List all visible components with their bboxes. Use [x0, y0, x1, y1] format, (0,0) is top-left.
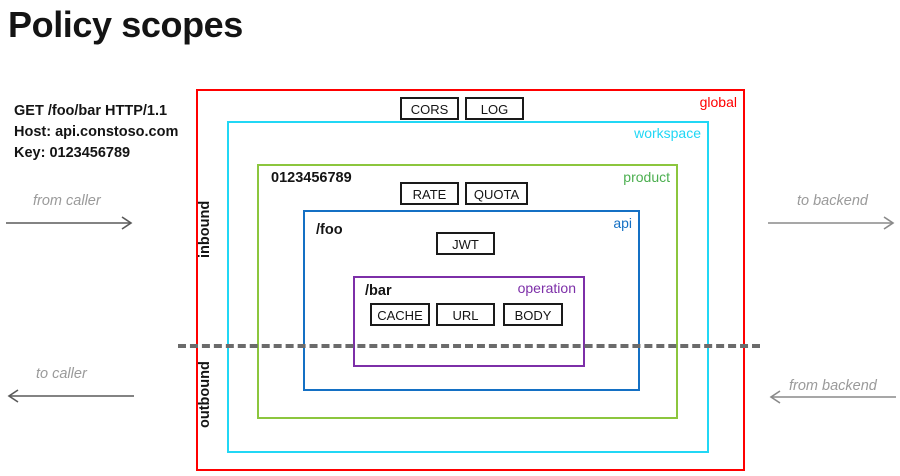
request-line-2: Host: api.constoso.com — [14, 124, 179, 140]
flow-label-from-backend: from backend — [789, 378, 877, 394]
arrow-to-backend-icon — [768, 216, 895, 230]
scope-label-global: global — [699, 94, 737, 110]
direction-label-outbound: outbound — [197, 361, 213, 428]
scope-box-operation: operation /bar — [353, 276, 585, 367]
policy-chip-quota[interactable]: QUOTA — [465, 182, 528, 205]
scope-label-operation: operation — [517, 280, 576, 296]
policy-chip-jwt[interactable]: JWT — [436, 232, 495, 255]
scope-box-global: global — [196, 89, 745, 471]
inbound-outbound-divider — [178, 344, 760, 348]
arrow-to-caller-icon — [7, 389, 134, 403]
policy-chip-url[interactable]: URL — [436, 303, 495, 326]
page-title: Policy scopes — [8, 4, 243, 45]
direction-label-inbound: inbound — [197, 200, 213, 258]
scope-label-product: product — [623, 169, 670, 185]
flow-label-to-backend: to backend — [797, 193, 868, 209]
scope-label-api: api — [613, 215, 632, 231]
scope-box-api: api /foo — [303, 210, 640, 391]
policy-chip-body[interactable]: BODY — [503, 303, 563, 326]
scope-label-workspace: workspace — [634, 125, 701, 141]
arrow-from-backend-icon — [769, 390, 896, 404]
request-line-3: Key: 0123456789 — [14, 145, 131, 161]
policy-chip-log[interactable]: LOG — [465, 97, 524, 120]
policy-chip-rate[interactable]: RATE — [400, 182, 459, 205]
policy-chip-cors[interactable]: CORS — [400, 97, 459, 120]
arrow-from-caller-icon — [6, 216, 133, 230]
request-line-1: GET /foo/bar HTTP/1.1 — [14, 103, 168, 119]
flow-label-to-caller: to caller — [36, 366, 87, 382]
scope-box-workspace: workspace — [227, 121, 709, 453]
policy-chip-cache[interactable]: CACHE — [370, 303, 430, 326]
operation-path-label: /bar — [365, 283, 392, 299]
api-path-label: /foo — [316, 222, 343, 238]
product-subscription-key: 0123456789 — [271, 170, 352, 186]
scope-box-product: product 0123456789 — [257, 164, 678, 419]
http-request-text: GET /foo/bar HTTP/1.1 Host: api.constoso… — [14, 101, 178, 164]
flow-label-from-caller: from caller — [33, 193, 101, 209]
